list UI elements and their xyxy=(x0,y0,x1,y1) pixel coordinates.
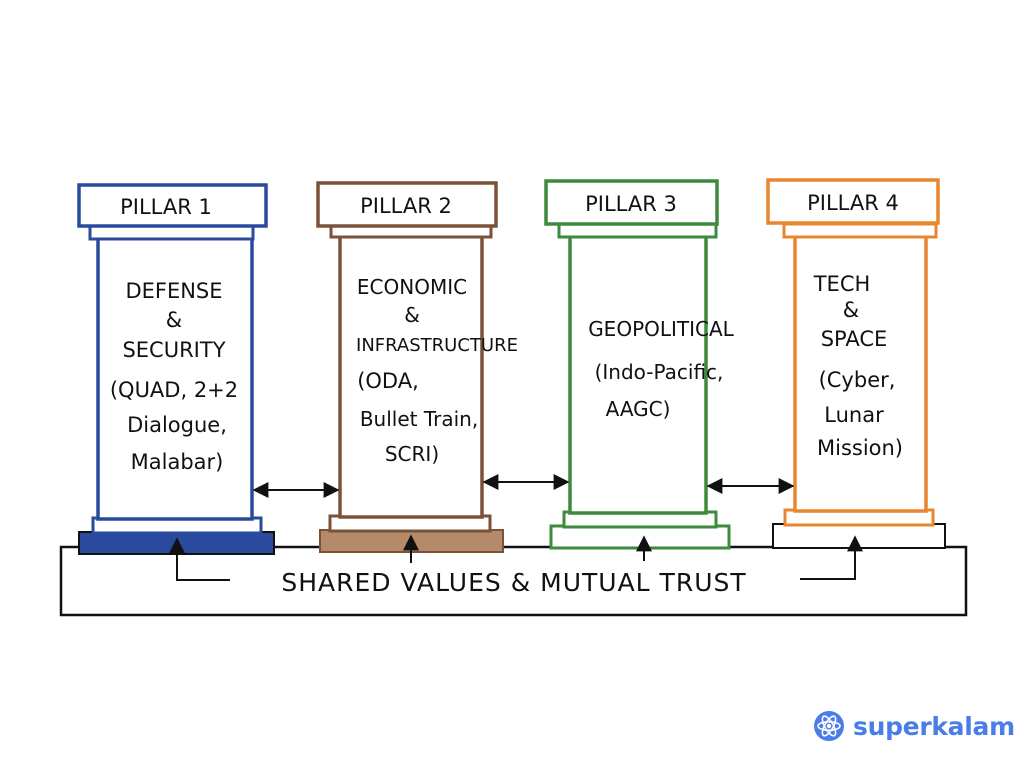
pillar-1-line-6: Malabar) xyxy=(131,450,224,474)
pillar-2-header-box xyxy=(316,181,498,228)
pillar-3-header-box xyxy=(544,179,719,226)
pillar-1-header: PILLAR 1 xyxy=(120,195,212,219)
pillar-1: PILLAR 1 DEFENSE & SECURITY (QUAD, 2+2 D… xyxy=(77,183,275,555)
pillar-4-line-1: TECH xyxy=(813,272,871,296)
pillar-4-plinth xyxy=(772,523,946,549)
pillar-4-capital xyxy=(782,222,938,239)
brand-logo: superkalam xyxy=(813,706,1015,746)
pillar-1-line-2: & xyxy=(166,308,182,332)
atom-icon xyxy=(814,711,844,741)
pillar-1-line-3: SECURITY xyxy=(122,338,225,362)
pillar-2-line-5: Bullet Train, xyxy=(360,407,478,431)
pillar-1-header-box xyxy=(77,183,268,228)
brand-name: superkalam xyxy=(853,711,1015,741)
pillar-3-line-1: GEOPOLITICAL xyxy=(588,317,734,341)
pillar-2-line-4: (ODA, xyxy=(357,369,419,393)
pillar-3-line-3: AAGC) xyxy=(606,397,671,421)
pillar-4: PILLAR 4 TECH & SPACE (Cyber, Lunar Miss… xyxy=(766,178,946,549)
pillar-3-line-2: (Indo-Pacific, xyxy=(595,360,724,384)
pillar-4-header: PILLAR 4 xyxy=(807,191,899,215)
pillar-3-header: PILLAR 3 xyxy=(585,192,677,216)
arrow-foundation-to-pillar-4 xyxy=(800,535,863,580)
pillar-2: PILLAR 2 ECONOMIC & INFRASTRUCTURE (ODA,… xyxy=(316,181,518,553)
pillar-4-shaft xyxy=(793,234,928,513)
pillar-2-header: PILLAR 2 xyxy=(360,194,452,218)
pillar-4-line-2: & xyxy=(843,298,859,322)
pillar-3-plinth xyxy=(549,524,731,550)
foundation-label: SHARED VALUES & MUTUAL TRUST xyxy=(281,568,746,597)
pillar-1-capital xyxy=(88,224,255,241)
pillar-4-line-6: Mission) xyxy=(817,436,903,460)
pillar-1-line-4: (QUAD, 2+2 xyxy=(110,378,238,402)
pillar-2-line-2: & xyxy=(404,303,420,327)
pillar-1-line-5: Dialogue, xyxy=(127,413,227,437)
pillar-4-line-3: SPACE xyxy=(821,327,888,351)
pillar-1-line-1: DEFENSE xyxy=(125,279,222,303)
pillar-4-line-4: (Cyber, xyxy=(819,368,896,392)
pillar-3: PILLAR 3 GEOPOLITICAL (Indo-Pacific, AAG… xyxy=(544,179,735,550)
pillar-2-line-6: SCRI) xyxy=(385,442,439,466)
pillar-4-header-box xyxy=(766,178,940,225)
pillar-3-capital xyxy=(557,222,718,239)
pillar-4-line-5: Lunar xyxy=(824,403,884,427)
pillar-2-line-1: ECONOMIC xyxy=(357,275,467,299)
pillar-1-shaft xyxy=(96,236,254,521)
arrow-foundation-to-pillar-1 xyxy=(169,537,230,581)
pillar-2-line-3: INFRASTRUCTURE xyxy=(356,335,518,356)
pillar-3-shaft xyxy=(568,234,708,515)
